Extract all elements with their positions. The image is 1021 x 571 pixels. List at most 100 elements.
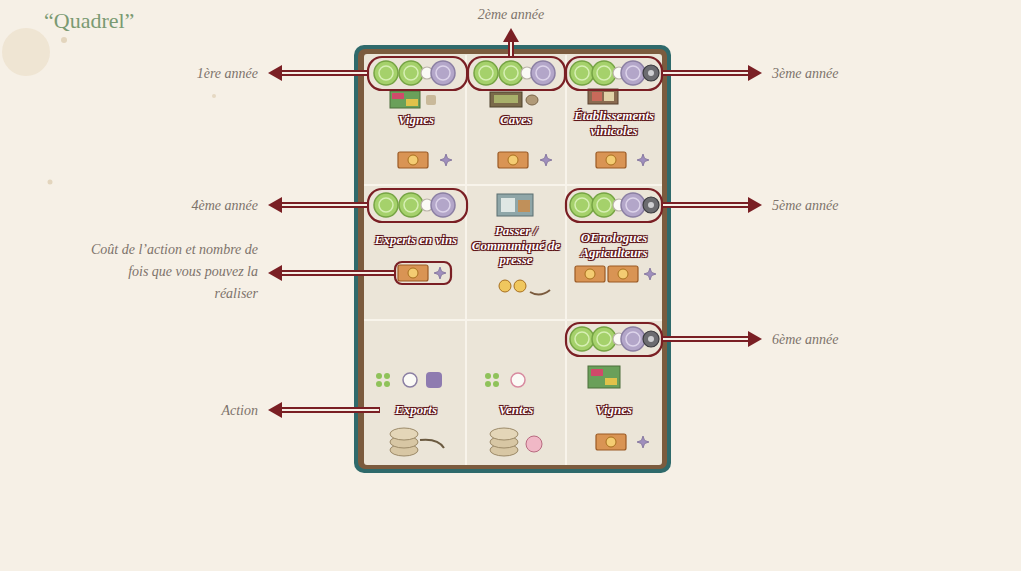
arrow-shaft [662, 70, 750, 76]
cellar-picture [494, 95, 518, 103]
vineyard-picture [591, 369, 603, 376]
year-outline [566, 189, 662, 222]
cost-icon [608, 266, 638, 282]
arrow-shaft [508, 40, 514, 57]
vineyard-picture [392, 93, 404, 99]
year-outline [368, 189, 467, 222]
grape-dot [384, 381, 390, 387]
grape-dot [485, 373, 491, 379]
arrow-head [748, 65, 762, 81]
year-label: 1ère année [197, 63, 258, 84]
action-name: Ventes [468, 403, 564, 418]
paint-dot [48, 180, 53, 185]
barrel-stack [490, 428, 518, 440]
arrow-head [503, 28, 519, 42]
paint-dot [61, 37, 67, 43]
year-label: 5ème année [772, 195, 838, 216]
action-space: Vignes [566, 320, 662, 465]
vineyard-picture [605, 378, 617, 385]
leader-arrow [268, 265, 395, 281]
sale-barrels [490, 428, 542, 456]
year-label: 4ème année [192, 195, 258, 216]
export-barrels [390, 428, 444, 456]
arrow-head [748, 331, 762, 347]
action-name: Caves [468, 113, 564, 128]
year-label: 6ème année [772, 329, 838, 350]
vineyard-picture [390, 91, 420, 108]
arrow-head [748, 197, 762, 213]
action-name: Établissements vinicoles [568, 109, 660, 138]
board-frame-inner [358, 49, 667, 469]
arrow-shaft [280, 270, 395, 276]
arrow-shaft [280, 70, 368, 76]
year-outline [566, 57, 662, 90]
action-name: OEnologues Agriculteurs [568, 231, 660, 260]
cost-icon [596, 434, 626, 450]
paint-splash [2, 28, 50, 76]
coin [514, 280, 526, 292]
action-space: OEnologues Agriculteurs [566, 185, 662, 320]
cost-outline [395, 262, 451, 284]
action-space: Caves [466, 55, 566, 185]
year-label: 3ème année [772, 63, 838, 84]
grape-dot [493, 373, 499, 379]
page-title: “Quadrel” [44, 8, 134, 34]
flow-arrow [420, 440, 444, 448]
board-frame-outer [354, 45, 671, 473]
use-icon [440, 154, 452, 166]
paint-dot [212, 94, 216, 98]
vineyard-picture [588, 366, 620, 388]
grape-dot [376, 381, 382, 387]
pass-arrow [530, 290, 550, 295]
cost-icon [398, 152, 428, 168]
barrel-stack [390, 428, 418, 440]
year-tokens [570, 61, 659, 85]
arrow-shaft [662, 336, 750, 342]
cell-divider [465, 55, 467, 465]
cost-icon [596, 152, 626, 168]
callout-note: Coût de l’action et nombre de fois que v… [88, 239, 258, 305]
grape-dot [376, 373, 382, 379]
vineyard-picture [406, 99, 418, 106]
leader-arrow [503, 28, 519, 57]
order-icon [403, 373, 417, 387]
action-name: Vignes [368, 113, 464, 128]
year-tokens [474, 61, 555, 85]
arrow-shaft-inner [281, 272, 394, 274]
grape-dot [384, 373, 390, 379]
cell-divider [364, 319, 662, 321]
action-space: Experts en vins [366, 185, 466, 320]
year-tokens [570, 327, 659, 351]
arrow-shaft-inner [663, 72, 749, 74]
press-picture [501, 198, 515, 212]
order-icon [511, 373, 525, 387]
year-tokens [570, 193, 659, 217]
action-space: Vignes [366, 55, 466, 185]
year-tokens [374, 193, 455, 217]
cost-icon [498, 152, 528, 168]
export-icons [376, 372, 442, 388]
arrow-shaft-inner [281, 204, 367, 206]
cell-divider [364, 184, 662, 186]
winery-picture [604, 92, 614, 101]
action-name: Exports [368, 403, 464, 418]
cellar-picture [490, 92, 522, 107]
use-icon [540, 154, 552, 166]
use-icon [637, 436, 649, 448]
barrel-icon [526, 95, 538, 105]
arrow-shaft [280, 407, 380, 413]
leader-arrow [662, 197, 762, 213]
arrow-shaft [662, 202, 750, 208]
use-icon [434, 267, 446, 279]
cost-icon [575, 266, 605, 282]
arrow-shaft-inner [663, 204, 749, 206]
press-picture [497, 194, 533, 216]
leader-arrow [662, 331, 762, 347]
year-label: 2ème année [478, 4, 544, 25]
arrow-shaft-inner [510, 41, 512, 56]
year-outline [566, 323, 662, 356]
vine-icon [426, 95, 436, 105]
